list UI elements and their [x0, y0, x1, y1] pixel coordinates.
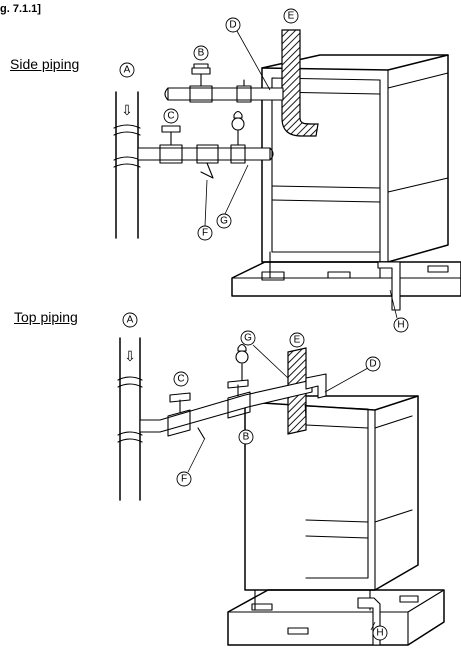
svg-text:F: F [181, 474, 187, 485]
top-piping-title: Top piping [14, 309, 78, 325]
side-upper-pipe [164, 63, 284, 103]
top-flow-arrow-icon: ⇩ [124, 349, 136, 365]
side-lower-pipe [137, 110, 274, 179]
side-callout-A: A [119, 62, 135, 78]
svg-text:D: D [229, 20, 236, 31]
top-callout-D: D [365, 356, 381, 372]
side-duct-E [281, 29, 319, 137]
svg-text:G: G [244, 333, 252, 344]
svg-text:E: E [288, 11, 295, 22]
side-unit [261, 54, 449, 279]
side-callout-H: H [393, 317, 409, 333]
top-unit [244, 395, 419, 611]
side-callout-C: C [163, 108, 179, 124]
side-base [231, 261, 461, 297]
top-callout-B: B [238, 429, 254, 445]
svg-text:C: C [167, 111, 174, 122]
top-callout-C: C [173, 371, 189, 387]
svg-text:A: A [124, 65, 131, 76]
leader-lines [187, 30, 398, 631]
side-piping-title: Side piping [10, 56, 80, 72]
side-callout-E: E [283, 8, 299, 24]
figure-label: g. 7.1.1] [0, 3, 41, 15]
side-drain-pipe [377, 261, 401, 311]
side-callout-B: B [193, 45, 209, 61]
svg-text:F: F [202, 228, 208, 239]
side-flow-arrow-icon: ⇩ [121, 103, 133, 119]
svg-text:H: H [397, 320, 404, 331]
svg-text:B: B [243, 432, 250, 443]
svg-text:G: G [220, 216, 228, 227]
svg-text:A: A [127, 315, 134, 326]
side-callout-F: F [197, 225, 213, 241]
svg-text:B: B [198, 48, 205, 59]
svg-text:C: C [177, 374, 184, 385]
top-callout-F: F [176, 471, 192, 487]
top-callout-A: A [122, 312, 138, 328]
svg-text:H: H [376, 628, 383, 639]
svg-text:D: D [369, 359, 376, 370]
top-callout-H: H [372, 625, 388, 641]
top-callout-E: E [289, 332, 305, 348]
svg-text:E: E [294, 335, 301, 346]
side-main-pipe-A [113, 91, 141, 239]
side-callout-G: G [216, 213, 232, 229]
top-callout-G: G [240, 330, 256, 346]
top-base [227, 589, 445, 646]
side-callout-D: D [225, 17, 241, 33]
top-main-pipe-A [117, 337, 143, 501]
top-supply-pipe [139, 343, 327, 439]
